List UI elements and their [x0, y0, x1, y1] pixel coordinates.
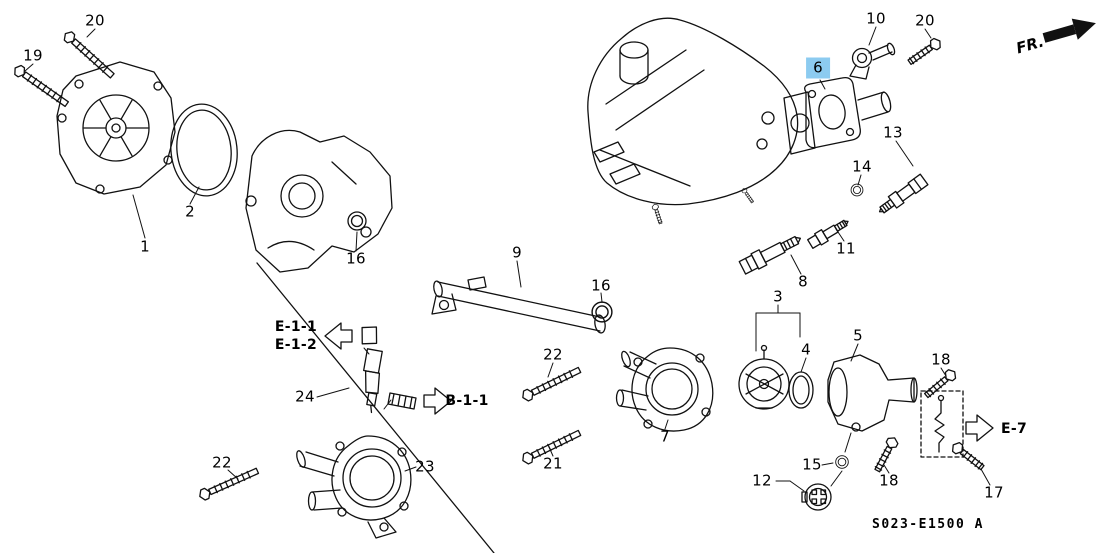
e7-harness-clip-drawing: [920, 390, 964, 458]
bolt-19-drawing: [11, 62, 71, 110]
part-label-2[interactable]: 2: [185, 202, 195, 221]
part-label-12[interactable]: 12: [752, 471, 772, 490]
part-label-14[interactable]: 14: [852, 157, 872, 176]
ref-label-e-1-1[interactable]: E-1-1: [274, 319, 318, 335]
sensor-8-drawing: [738, 235, 802, 275]
part-label-11[interactable]: 11: [836, 239, 856, 258]
oring-15-drawing: [835, 455, 849, 469]
part-label-18[interactable]: 18: [879, 471, 899, 490]
head-stud-drawing: [651, 202, 664, 225]
part-label-17[interactable]: 17: [984, 483, 1004, 502]
part-label-18[interactable]: 18: [931, 350, 951, 369]
part-label-5[interactable]: 5: [853, 326, 863, 345]
diagram-code: S023-E1500 A: [872, 517, 984, 532]
part-label-21[interactable]: 21: [543, 454, 563, 473]
water-pipe-drawing: [431, 276, 606, 334]
joint-10-drawing: [849, 42, 896, 80]
bolt-17-drawing: [949, 439, 987, 473]
part-label-6-highlighted[interactable]: 6: [806, 57, 830, 79]
part-label-9[interactable]: 9: [512, 243, 522, 262]
water-pump-drawing: [56, 61, 176, 195]
part-label-20[interactable]: 20: [85, 11, 105, 30]
ref-label-e-7[interactable]: E-7: [1000, 421, 1028, 437]
bolt-22-center-drawing: [519, 364, 583, 404]
housing-23-drawing: [296, 435, 412, 539]
part-label-13[interactable]: 13: [883, 123, 903, 142]
oring-16-right-drawing: [591, 301, 613, 323]
water-outlet-6-drawing: [804, 76, 892, 149]
sensor-12-drawing: [801, 483, 832, 511]
b11-reference-arrow-icon: [423, 387, 452, 415]
part-label-23[interactable]: 23: [415, 457, 435, 476]
thermostat-drawing: [738, 344, 790, 410]
thermostat-cover-drawing: [827, 354, 918, 432]
housing-7-drawing: [615, 347, 714, 432]
part-label-24[interactable]: 24: [295, 387, 315, 406]
e7-reference-arrow-icon: [965, 414, 994, 442]
fr-direction-arrow-icon: [1042, 18, 1096, 43]
bolt-20-top-right-drawing: [905, 35, 944, 68]
part-label-10[interactable]: 10: [866, 9, 886, 28]
part-label-22[interactable]: 22: [543, 345, 563, 364]
part-label-3[interactable]: 3: [773, 287, 783, 306]
b11-connector-drawing: [387, 392, 417, 410]
part-label-16[interactable]: 16: [591, 276, 611, 295]
part-label-22[interactable]: 22: [212, 453, 232, 472]
thermostat-seal-drawing: [788, 371, 814, 409]
e1-reference-arrow-icon: [324, 322, 353, 350]
inset-separator-line: [256, 262, 495, 553]
part-label-8[interactable]: 8: [798, 272, 808, 291]
part-label-7[interactable]: 7: [660, 427, 670, 446]
oring-16-left-drawing: [347, 211, 367, 231]
ref-label-e-1-2[interactable]: E-1-2: [274, 337, 318, 353]
engine-block-drawing: [245, 129, 393, 273]
pump-gasket-drawing: [170, 103, 238, 197]
ref-label-b-1-1[interactable]: B-1-1: [445, 393, 489, 409]
part-label-16[interactable]: 16: [346, 249, 366, 268]
part-label-19[interactable]: 19: [23, 46, 43, 65]
sensor-24-drawing: [361, 326, 383, 414]
part-label-20[interactable]: 20: [915, 11, 935, 30]
washer-14-drawing: [850, 183, 864, 197]
part-label-4[interactable]: 4: [801, 340, 811, 359]
part-label-15[interactable]: 15: [802, 455, 822, 474]
sensor-13-drawing: [878, 173, 929, 214]
part-label-1[interactable]: 1: [140, 237, 150, 256]
cylinder-head-drawing: [587, 17, 816, 206]
leader-lines: [24, 26, 991, 492]
